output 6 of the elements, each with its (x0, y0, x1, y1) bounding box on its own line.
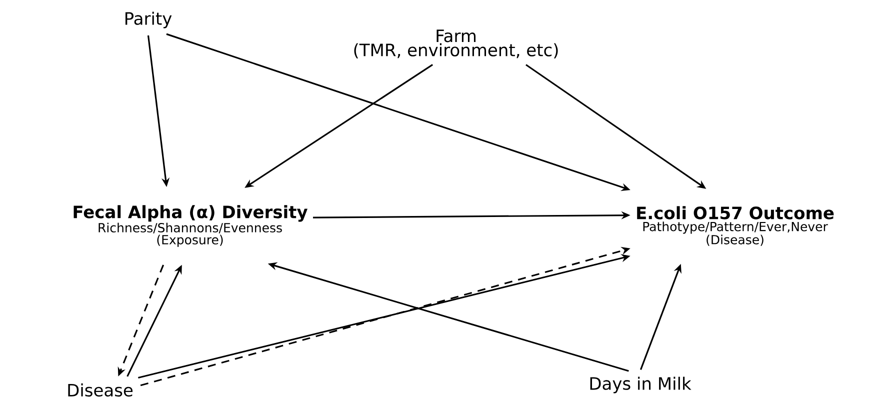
variable-label: E.coli O157 Outcome Pathotype/Pattern/Ever,Never (Disease) (637, 206, 834, 246)
variable-label: Days in Milk (590, 376, 692, 394)
variable-label: Farm (TMR, environment, etc) (354, 30, 558, 58)
variable-label: Disease (68, 383, 133, 397)
variable-label: Fecal Alpha (α) Diversity Richness/Shannons/Evenness (Exposure) (74, 205, 308, 247)
variable-label: Parity (126, 12, 172, 28)
